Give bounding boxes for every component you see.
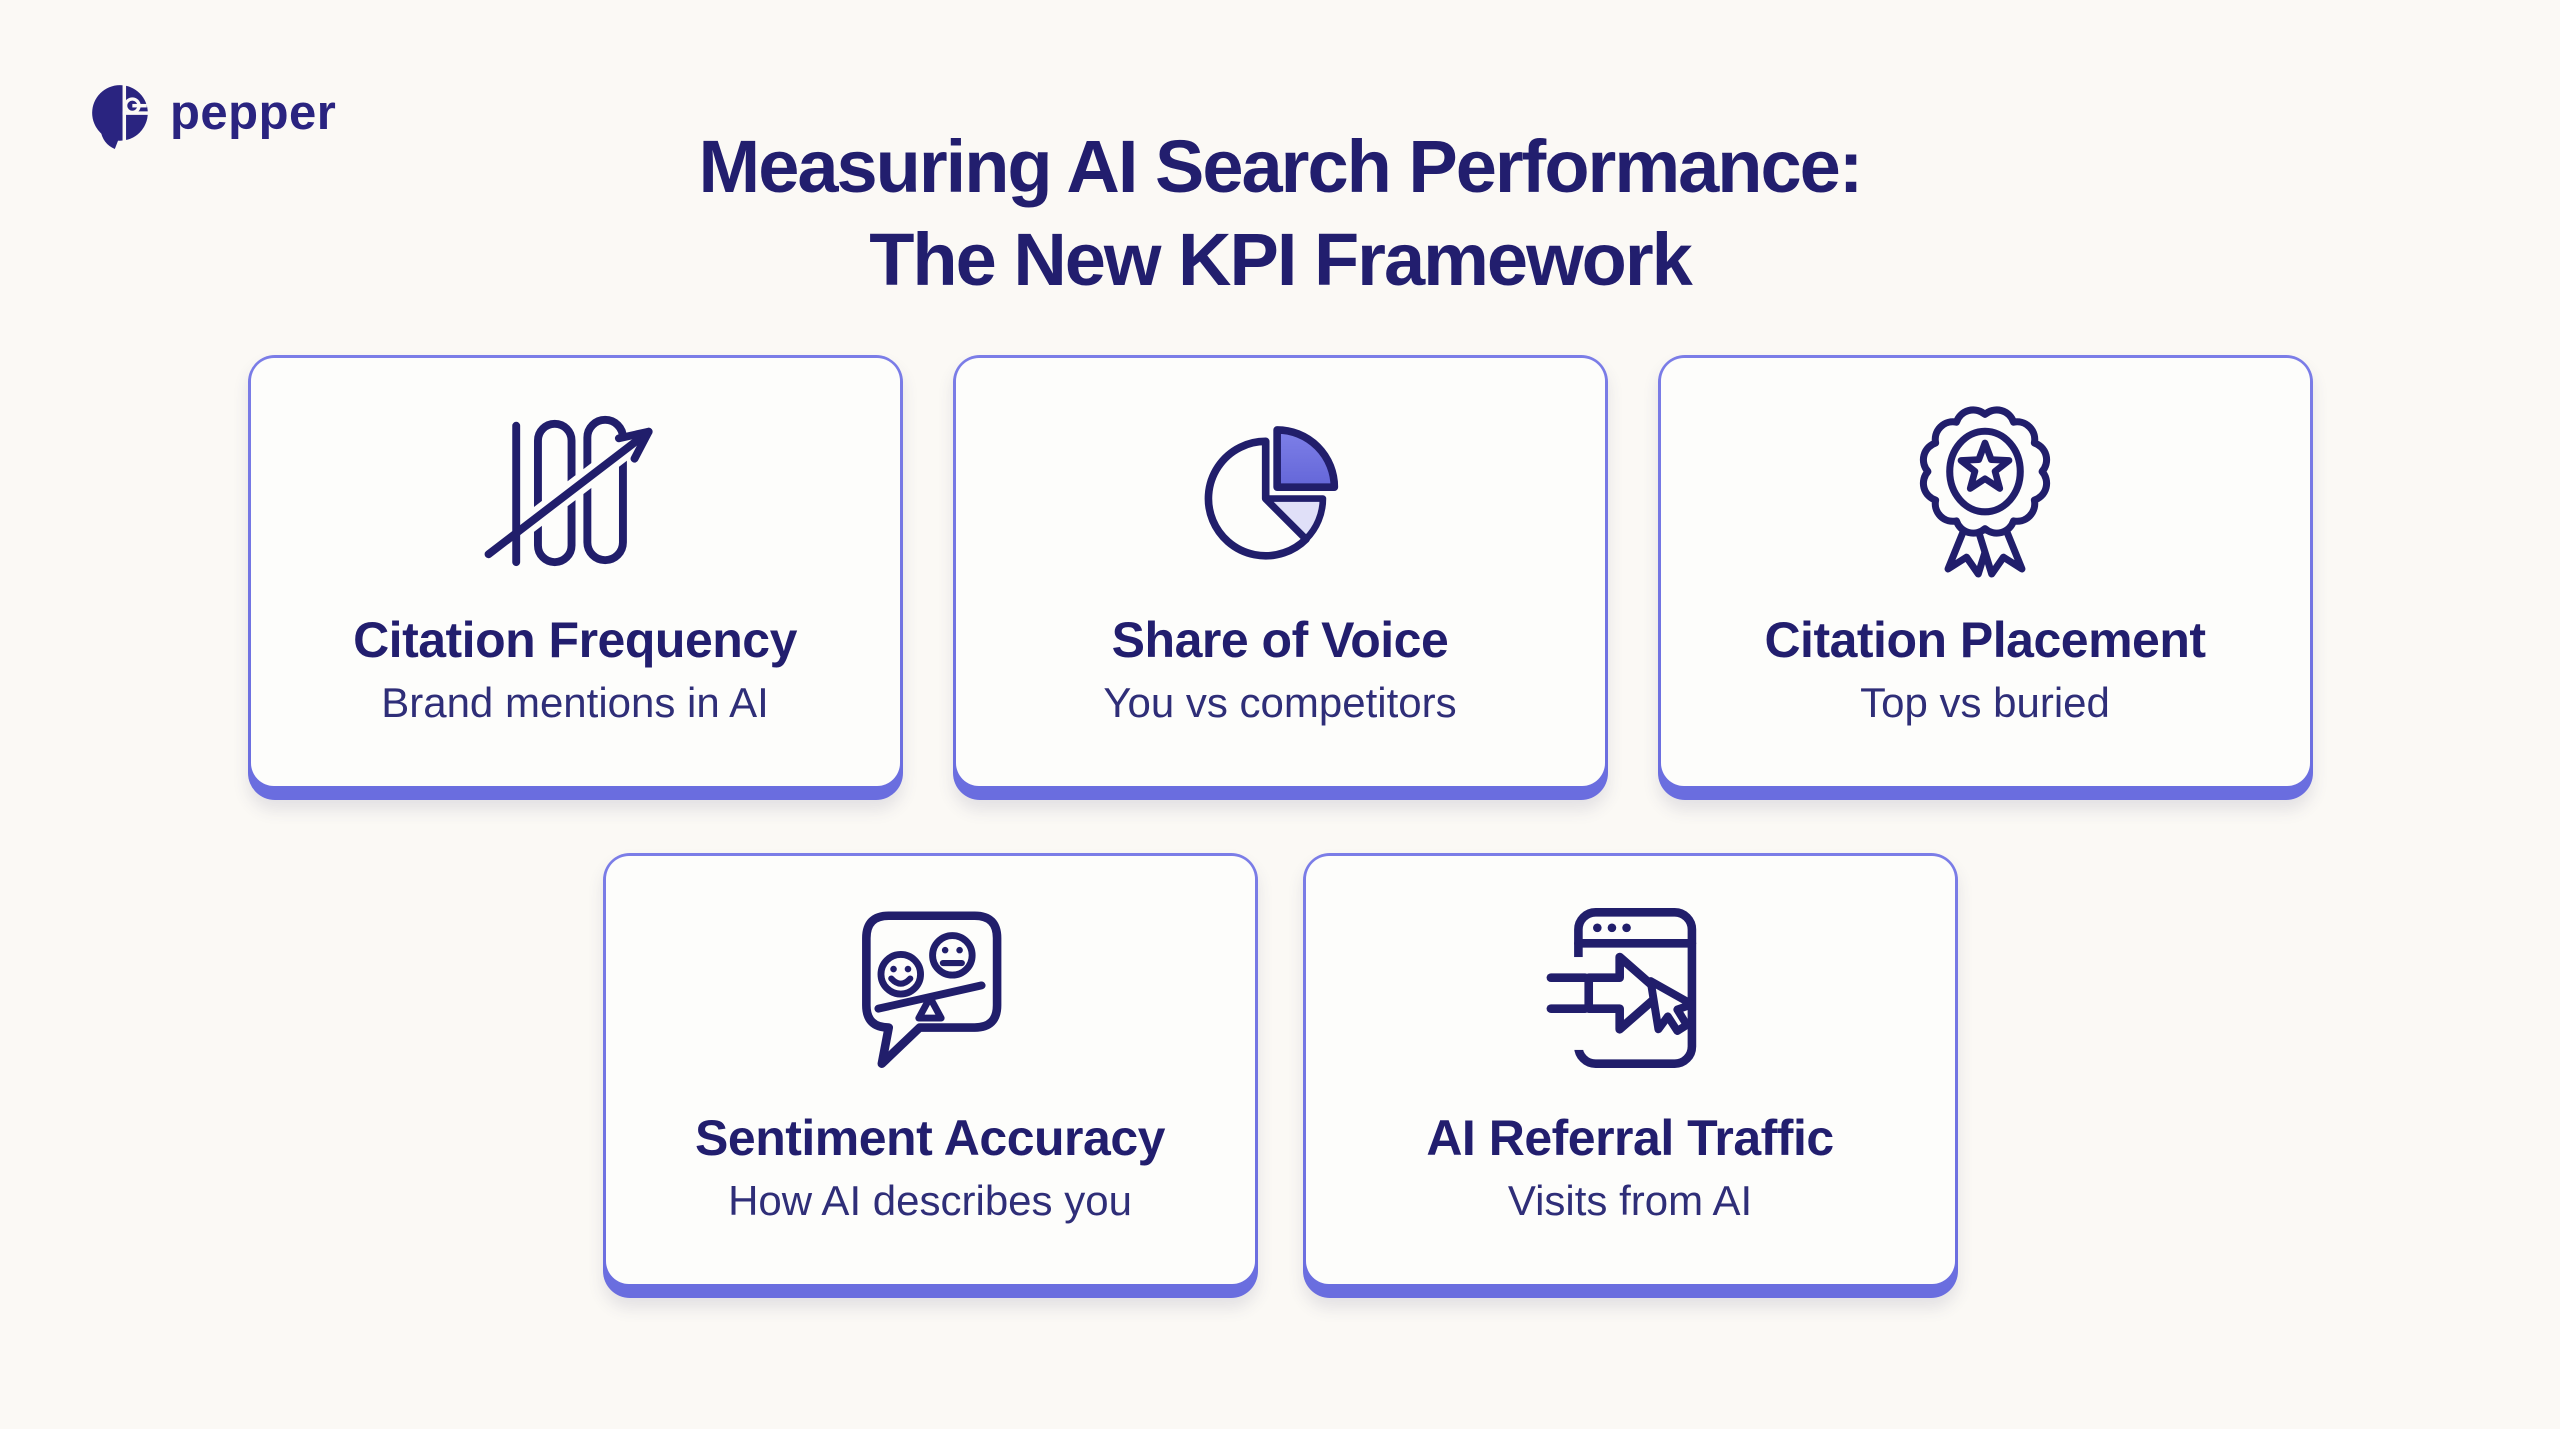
card-title: Share of Voice bbox=[1111, 612, 1449, 668]
card-row-2: Sentiment Accuracy How AI describes you bbox=[0, 853, 2560, 1298]
card-ai-referral-traffic: AI Referral Traffic Visits from AI bbox=[1302, 853, 1958, 1298]
card-subtitle: You vs competitors bbox=[1103, 679, 1457, 726]
sentiment-balance-speech-bubble-icon bbox=[862, 910, 1002, 1068]
page-title: Measuring AI Search Performance: The New… bbox=[0, 120, 2560, 306]
page-title-line2: The New KPI Framework bbox=[869, 218, 1693, 301]
page-title-line1: Measuring AI Search Performance: bbox=[698, 125, 1864, 208]
logo-wordmark: pepper bbox=[170, 85, 337, 140]
card-title: AI Referral Traffic bbox=[1426, 1110, 1834, 1166]
pepper-logo-icon bbox=[92, 84, 149, 149]
card-citation-frequency: Citation Frequency Brand mentions in AI bbox=[247, 355, 903, 800]
card-subtitle: How AI describes you bbox=[728, 1177, 1132, 1224]
browser-inbound-arrow-cursor-icon bbox=[1546, 907, 1697, 1068]
card-subtitle: Visits from AI bbox=[1507, 1177, 1753, 1224]
card-subtitle: Brand mentions in AI bbox=[381, 679, 769, 726]
card-subtitle: Top vs buried bbox=[1860, 679, 2110, 726]
card-row-1: Citation Frequency Brand mentions in AI bbox=[0, 355, 2560, 800]
card-title: Sentiment Accuracy bbox=[695, 1110, 1165, 1166]
card-sentiment-accuracy: Sentiment Accuracy How AI describes you bbox=[602, 853, 1258, 1298]
card-share-of-voice: Share of Voice You vs competitors bbox=[952, 355, 1608, 800]
pepper-logo: pepper bbox=[88, 82, 336, 150]
award-ribbon-icon bbox=[1919, 405, 2051, 577]
growth-100-arrow-icon bbox=[478, 415, 659, 566]
pie-chart-icon bbox=[1204, 425, 1339, 560]
card-title: Citation Placement bbox=[1764, 612, 2206, 668]
card-title: Citation Frequency bbox=[353, 612, 797, 668]
card-citation-placement: Citation Placement Top vs buried bbox=[1657, 355, 2313, 800]
